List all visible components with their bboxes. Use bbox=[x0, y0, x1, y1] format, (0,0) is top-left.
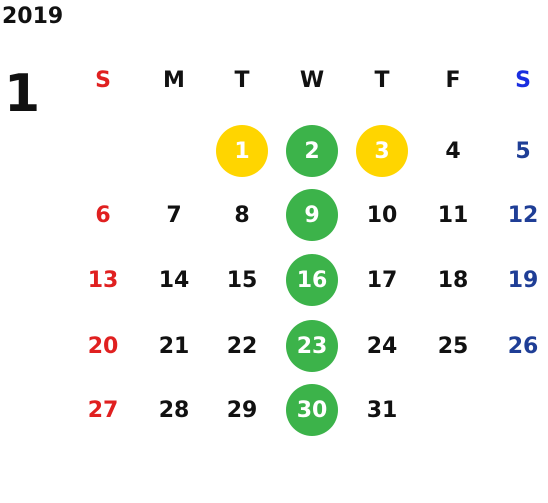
year-label: 2019 bbox=[2, 4, 64, 29]
day-29[interactable]: 29 bbox=[226, 397, 258, 423]
day-26[interactable]: 26 bbox=[507, 333, 539, 359]
day-18[interactable]: 18 bbox=[437, 267, 469, 293]
day-15[interactable]: 15 bbox=[226, 267, 258, 293]
day-5[interactable]: 5 bbox=[515, 138, 531, 164]
month-label: 1 bbox=[4, 64, 41, 124]
day-30[interactable]: 30 bbox=[286, 384, 338, 436]
day-25[interactable]: 25 bbox=[437, 333, 469, 359]
day-14[interactable]: 14 bbox=[158, 267, 190, 293]
day-17[interactable]: 17 bbox=[366, 267, 398, 293]
weekday-tuesday: T bbox=[234, 67, 250, 93]
day-13[interactable]: 13 bbox=[87, 267, 119, 293]
weekday-wednesday: W bbox=[299, 67, 325, 93]
day-11[interactable]: 11 bbox=[437, 202, 469, 228]
day-16[interactable]: 16 bbox=[286, 254, 338, 306]
day-28[interactable]: 28 bbox=[158, 397, 190, 423]
weekday-saturday: S bbox=[515, 67, 531, 93]
day-1[interactable]: 1 bbox=[216, 125, 268, 177]
day-6[interactable]: 6 bbox=[95, 202, 111, 228]
day-27[interactable]: 27 bbox=[87, 397, 119, 423]
day-7[interactable]: 7 bbox=[166, 202, 182, 228]
day-24[interactable]: 24 bbox=[366, 333, 398, 359]
weekday-thursday: T bbox=[374, 67, 390, 93]
day-9[interactable]: 9 bbox=[286, 189, 338, 241]
day-20[interactable]: 20 bbox=[87, 333, 119, 359]
day-12[interactable]: 12 bbox=[507, 202, 539, 228]
day-8[interactable]: 8 bbox=[234, 202, 250, 228]
day-10[interactable]: 10 bbox=[366, 202, 398, 228]
weekday-monday: M bbox=[163, 67, 185, 93]
day-22[interactable]: 22 bbox=[226, 333, 258, 359]
day-19[interactable]: 19 bbox=[507, 267, 539, 293]
weekday-friday: F bbox=[445, 67, 461, 93]
day-21[interactable]: 21 bbox=[158, 333, 190, 359]
weekday-sunday: S bbox=[95, 67, 111, 93]
day-31[interactable]: 31 bbox=[366, 397, 398, 423]
day-3[interactable]: 3 bbox=[356, 125, 408, 177]
day-2[interactable]: 2 bbox=[286, 125, 338, 177]
day-4[interactable]: 4 bbox=[445, 138, 461, 164]
day-23[interactable]: 23 bbox=[286, 320, 338, 372]
